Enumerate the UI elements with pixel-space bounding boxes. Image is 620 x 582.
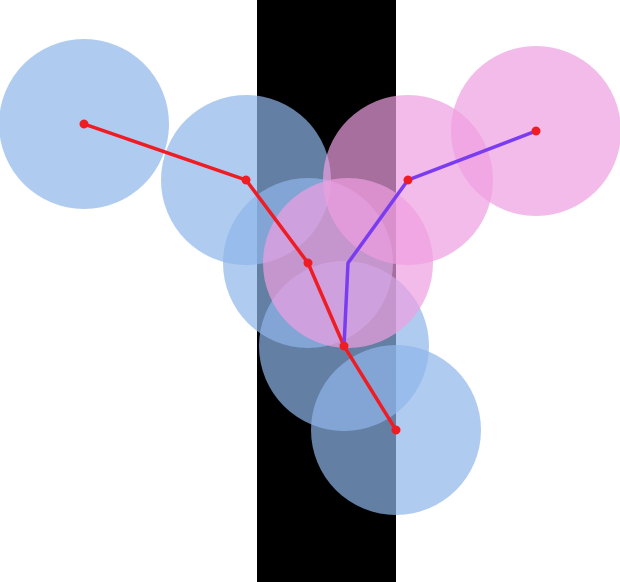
chain-node: [339, 341, 349, 351]
chain-node: [391, 425, 401, 435]
node-group: [79, 119, 541, 435]
chain-node: [79, 119, 89, 129]
chain-node: [403, 175, 413, 185]
purple-chain-line: [342, 129, 537, 347]
chain-node: [531, 126, 541, 136]
chain-node: [241, 175, 251, 185]
chain-node: [303, 258, 313, 268]
